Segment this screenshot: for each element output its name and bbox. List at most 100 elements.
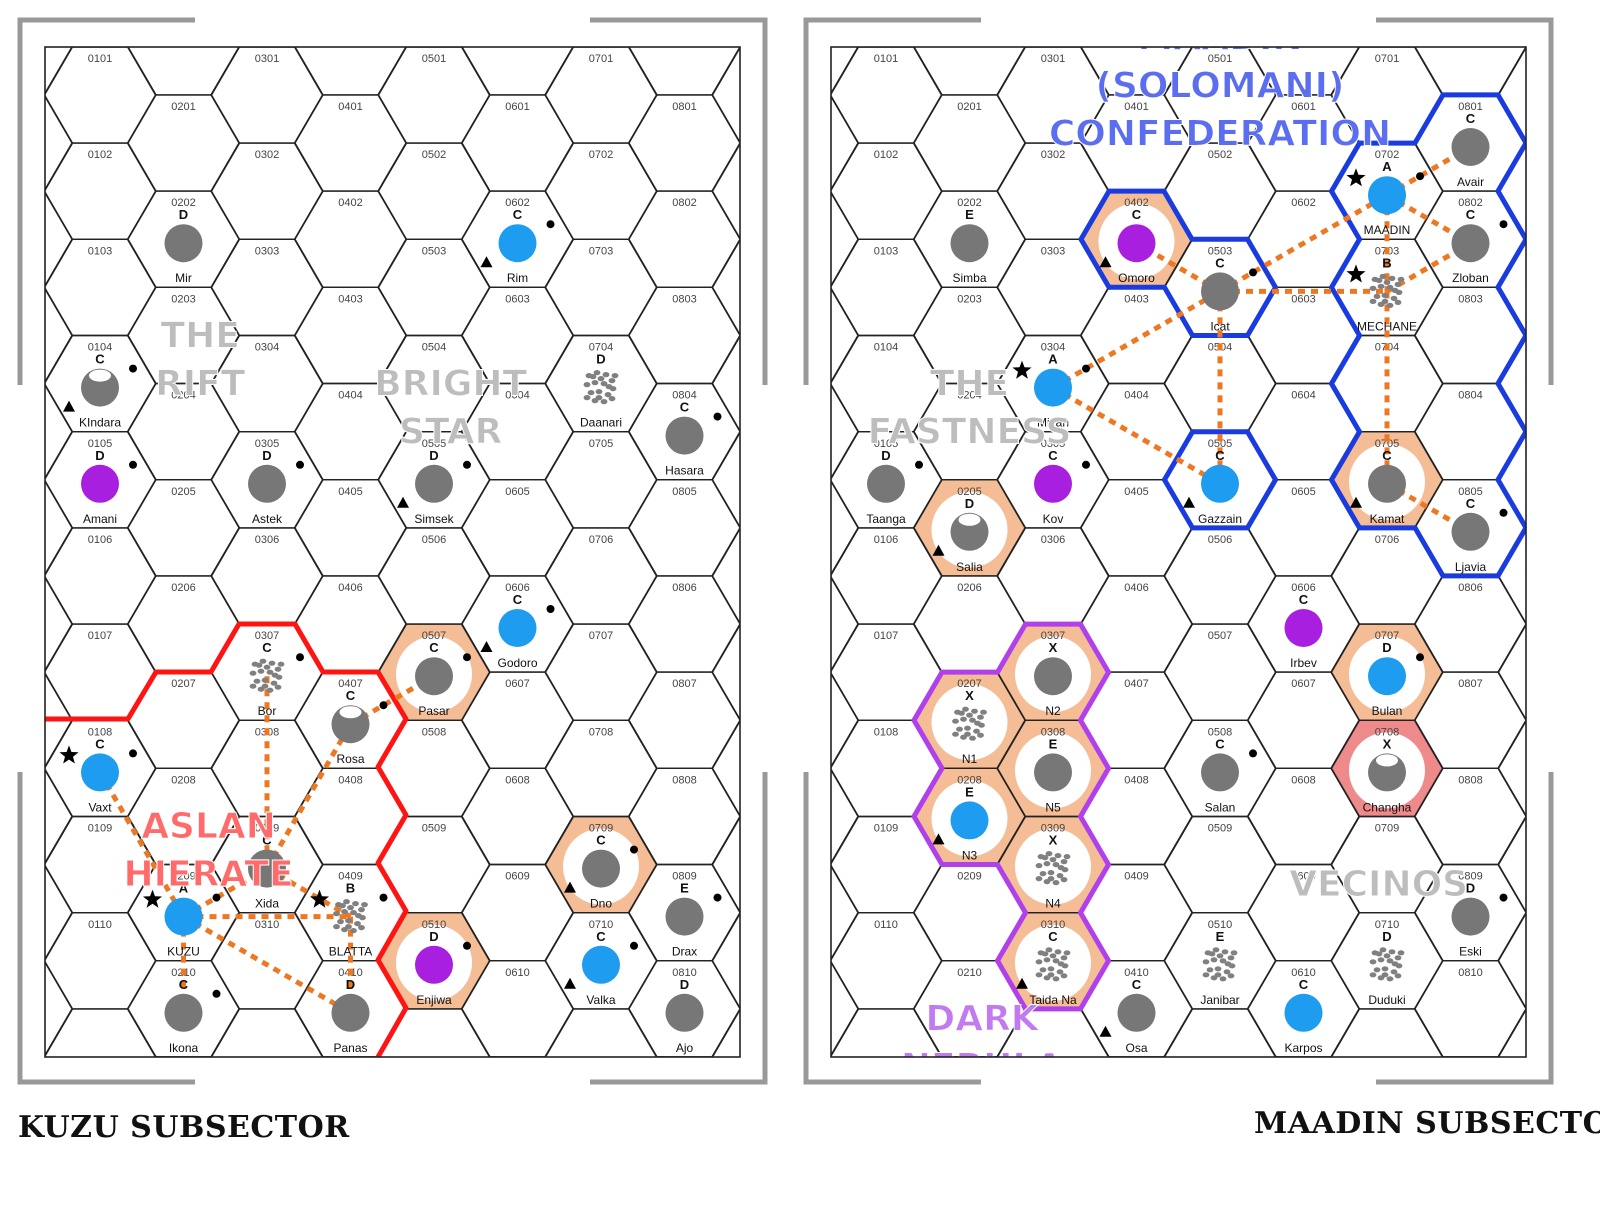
hex-cell[interactable] [711,527,824,625]
hex-cell[interactable] [0,576,73,672]
scout-base-icon [564,881,576,893]
hex-cell[interactable] [711,431,824,529]
hex-cell[interactable] [831,0,942,48]
hex-cell[interactable] [0,480,73,576]
hex-cell[interactable] [0,961,73,1057]
hex-number: 0703 [589,245,613,257]
hex-cell[interactable] [831,1008,943,1105]
hex-cell[interactable] [1497,527,1600,625]
hex-cell[interactable] [546,0,657,48]
hex-cell[interactable] [747,383,859,480]
asteroid [1390,969,1398,975]
hex-cell[interactable] [0,191,73,287]
hex-cell[interactable] [711,623,824,721]
hex-cell[interactable] [210,1008,324,1105]
hex-number: 0110 [88,919,112,931]
world-name: Bulan [1372,704,1403,718]
frame-bracket [1376,17,1554,385]
world-n1[interactable]: XN1 [952,688,987,766]
hex-cell[interactable] [1165,0,1276,48]
starport-class: C [262,640,272,655]
hex-cell[interactable] [1163,1008,1277,1105]
hex-cell[interactable] [1497,431,1600,529]
hex-cell[interactable] [212,0,323,48]
hex-cell[interactable] [0,287,73,384]
world-n3[interactable]: EN3 [932,784,989,862]
hex-cell[interactable] [1081,1056,1192,1153]
hex-cell[interactable] [998,0,1109,48]
hex-cell[interactable] [45,1008,157,1105]
hex-cell[interactable] [0,383,73,480]
hex-cell[interactable] [45,0,156,48]
hex-cell[interactable] [747,576,859,672]
hex-cell[interactable] [1332,0,1443,48]
world-n5[interactable]: EN5 [1034,736,1072,814]
world-name: N4 [1045,897,1061,911]
hex-cell[interactable] [1497,623,1600,721]
world-n2[interactable]: XN2 [1034,640,1072,718]
starport-class: D [1466,881,1475,896]
hex-cell[interactable] [0,95,73,191]
hex-cell[interactable] [914,1056,1025,1153]
hex-cell[interactable] [747,480,859,576]
hex-cell[interactable] [544,1008,658,1105]
hex-number: 0706 [589,534,613,546]
trade-route [264,722,353,870]
world-n4[interactable]: XN4 [1035,833,1071,911]
hex-cell[interactable] [629,1056,740,1153]
hex-cell[interactable] [0,768,73,865]
hex-cell[interactable] [462,1056,573,1153]
hex-cell[interactable] [379,0,490,48]
hex-cell[interactable] [1330,1008,1444,1105]
hex-cell[interactable] [0,864,73,961]
hex-cell[interactable] [747,672,859,768]
